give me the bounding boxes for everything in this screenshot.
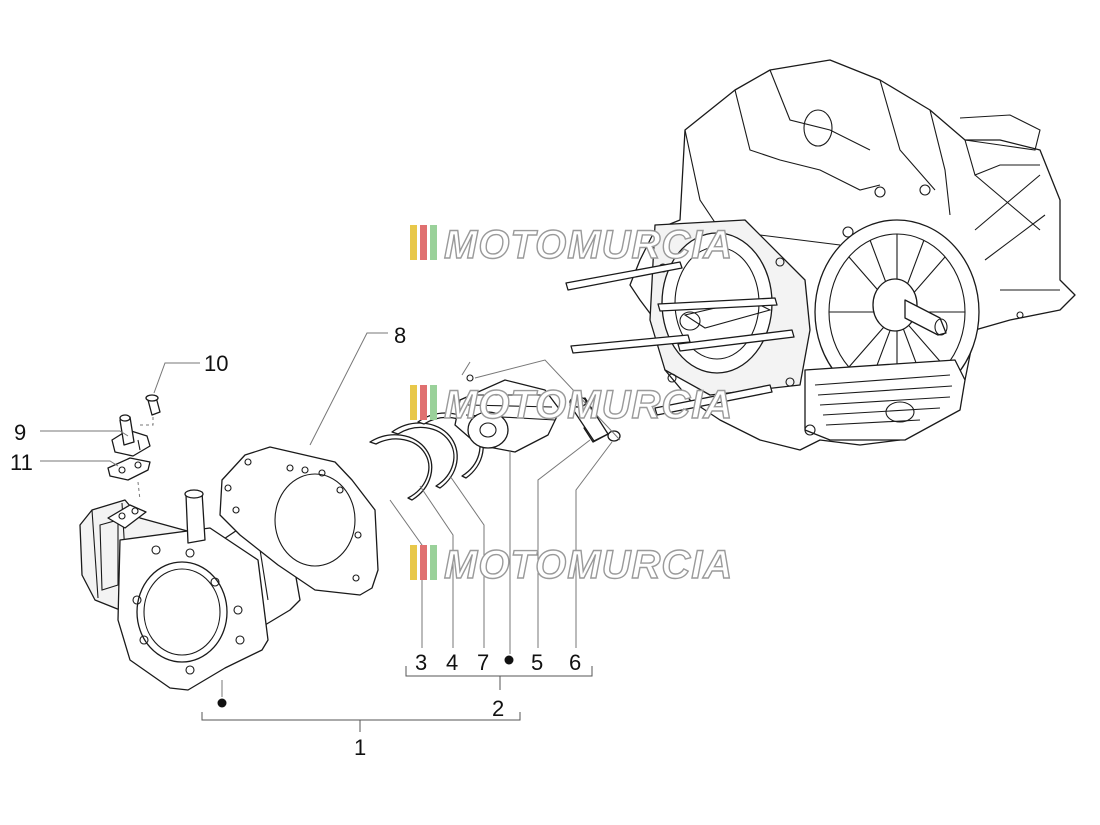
bracket-piston-group: [405, 666, 593, 677]
callout-3: 3: [415, 650, 427, 675]
watermark-stripe-red: [420, 545, 427, 580]
watermark-logo: MOTOMURCIA: [410, 542, 733, 588]
callout-9: 9: [14, 420, 26, 445]
callout-4: 4: [446, 650, 458, 675]
cylinder-studs: [565, 261, 795, 416]
bracket-cylinder-group: [201, 712, 521, 721]
watermark-stripe-green: [430, 545, 437, 580]
screw: [145, 394, 161, 416]
callout-labels: 1 2 3 4 7 5 6 8 9 10 11: [10, 323, 581, 760]
piston: [454, 374, 561, 453]
oil-fitting: [111, 414, 151, 457]
watermark-stripe-green: [430, 385, 437, 420]
watermark-text: MOTOMURCIA: [444, 223, 733, 267]
callout-11: 11: [10, 450, 33, 475]
watermark-logo: MOTOMURCIA: [410, 382, 733, 428]
watermark-logo: MOTOMURCIA: [410, 222, 733, 268]
callout-8: 8: [394, 323, 406, 348]
cylinder-base-gasket: [219, 446, 379, 596]
watermark-stripe-red: [420, 385, 427, 420]
callout-2: 2: [492, 696, 504, 721]
group-dot-piston: [504, 655, 514, 665]
watermark-stripe-yellow: [410, 545, 417, 580]
watermark-stripe-yellow: [410, 225, 417, 260]
watermark-text: MOTOMURCIA: [444, 383, 733, 427]
cylinder: [79, 489, 301, 691]
callout-7: 7: [477, 650, 489, 675]
fitting-gasket: [107, 457, 151, 481]
watermark-stripe-red: [420, 225, 427, 260]
group-brackets: [201, 655, 593, 732]
watermark-stripe-green: [430, 225, 437, 260]
callout-10: 10: [204, 351, 228, 376]
group-dot-cylinder: [217, 698, 227, 708]
callout-1: 1: [354, 735, 366, 760]
watermark-stripe-yellow: [410, 385, 417, 420]
callout-6: 6: [569, 650, 581, 675]
watermark-text: MOTOMURCIA: [444, 543, 733, 587]
callout-5: 5: [531, 650, 543, 675]
circlip: [607, 430, 621, 442]
